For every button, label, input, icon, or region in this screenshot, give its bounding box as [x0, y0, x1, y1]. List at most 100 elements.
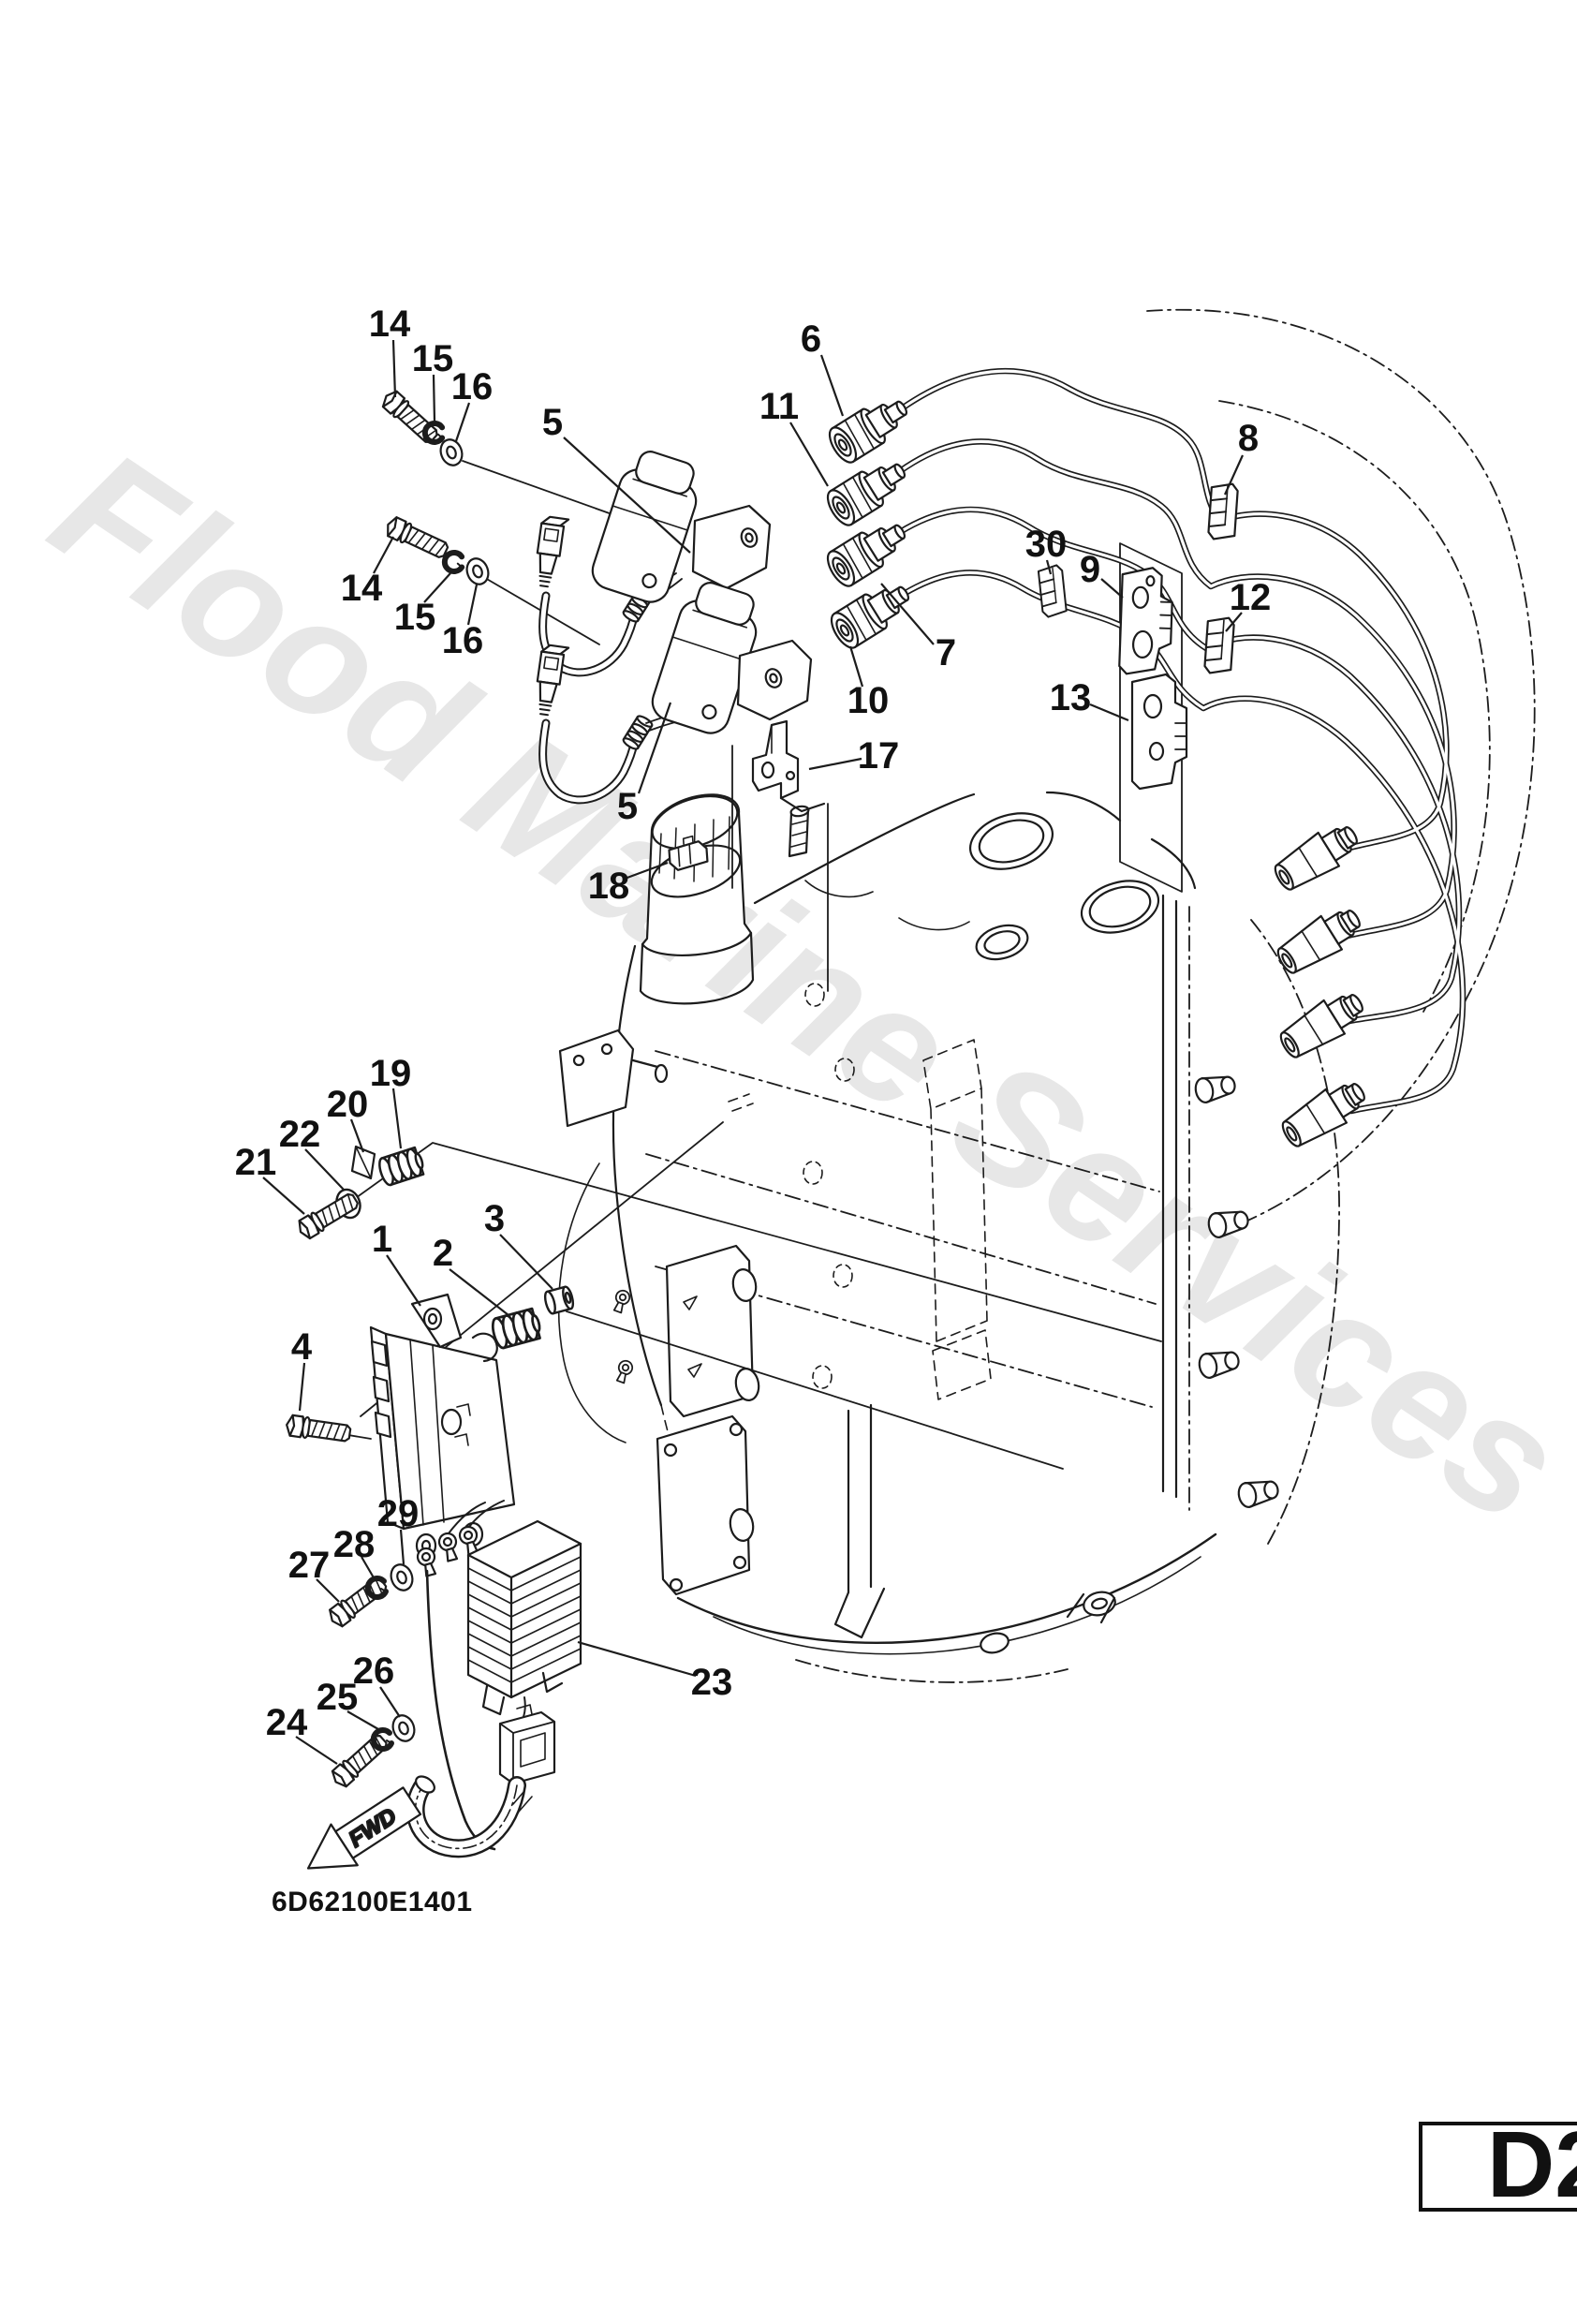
plug-cap-7: [821, 512, 914, 592]
washer-16b: [462, 554, 494, 589]
washer-26: [388, 1710, 420, 1746]
callout-14: 14: [341, 568, 383, 609]
callout-10: 10: [847, 680, 890, 721]
plug-boot-4: [1275, 1072, 1374, 1155]
rectifier-23: [466, 1519, 582, 1724]
grommet-2: [489, 1306, 544, 1351]
callout-16: 16: [451, 366, 494, 407]
callout-9: 9: [1080, 549, 1100, 590]
callout-leader-18: [624, 861, 669, 881]
plug-boot-1: [1267, 815, 1366, 898]
callout-24: 24: [266, 1702, 308, 1743]
coil-1-connector: [532, 514, 570, 589]
grommet-cluster: [294, 1145, 428, 1242]
coil-bracket-17: [751, 719, 826, 813]
callout-leader-15: [423, 572, 451, 603]
callout-leader-28: [361, 1556, 376, 1580]
wire-holder-8: [1206, 481, 1240, 542]
callout-22: 22: [279, 1114, 321, 1155]
collar-3: [541, 1284, 577, 1316]
callout-23: 23: [691, 1662, 733, 1703]
callout-12: 12: [1230, 577, 1272, 618]
callout-leader-5: [637, 702, 672, 794]
callout-leader-27: [316, 1578, 340, 1603]
plug-cap-11: [821, 451, 914, 531]
callout-leader-29: [399, 1529, 405, 1565]
harness-connector: [405, 1704, 556, 1858]
ignition-coil-1: [532, 444, 772, 677]
spark-plug-wires: [896, 367, 1466, 1115]
callout-leader-17: [808, 757, 862, 771]
callout-15: 15: [412, 338, 454, 379]
callout-30: 30: [1025, 524, 1068, 565]
washer-29: [386, 1560, 418, 1595]
callout-leader-15: [432, 374, 436, 422]
callout-leader-22: [304, 1148, 345, 1191]
callout-leader-11: [789, 422, 829, 487]
ignition-coil-2: [532, 575, 813, 805]
callout-7: 7: [936, 632, 956, 674]
callout-leader-24: [295, 1736, 338, 1765]
wire-bracket-13: [1130, 673, 1188, 791]
callout-29: 29: [377, 1493, 420, 1534]
callout-leader-13: [1089, 703, 1129, 722]
callout-8: 8: [1238, 418, 1259, 459]
callout-16: 16: [442, 620, 484, 661]
callout-leader-16: [466, 584, 479, 626]
callout-leader-14: [373, 536, 394, 574]
callout-leader-2: [449, 1268, 509, 1316]
spark-plug-caps: [821, 389, 918, 654]
callout-20: 20: [327, 1084, 369, 1125]
callout-3: 3: [484, 1198, 505, 1239]
callout-15: 15: [394, 597, 436, 638]
callout-17: 17: [858, 735, 900, 777]
wire-bracket-9: [1117, 566, 1175, 677]
callout-leader-20: [349, 1118, 365, 1153]
callout-5: 5: [617, 786, 638, 827]
callout-leader-26: [379, 1686, 401, 1718]
callout-leader-25: [346, 1710, 379, 1730]
plug-boot-2: [1270, 898, 1369, 982]
callout-leader-10: [848, 645, 864, 688]
bolt-14a: [378, 387, 442, 448]
callout-leader-9: [1100, 578, 1124, 599]
callout-leader-3: [499, 1234, 553, 1290]
callout-28: 28: [333, 1524, 376, 1565]
callout-leader-1: [386, 1254, 421, 1307]
callout-leader-4: [298, 1362, 306, 1412]
page-label-box: D2: [1419, 2112, 1577, 2217]
callout-1: 1: [372, 1219, 392, 1260]
callout-leader-23: [577, 1640, 697, 1678]
wire-holder-30: [1037, 563, 1069, 619]
callout-14: 14: [369, 303, 411, 345]
callout-leader-12: [1225, 612, 1243, 632]
cdi-unit: [369, 1284, 577, 1559]
callout-leader-6: [819, 354, 845, 417]
callout-leader-14: [391, 339, 397, 398]
callout-13: 13: [1050, 677, 1092, 718]
callout-26: 26: [353, 1650, 395, 1692]
callout-leader-8: [1223, 454, 1245, 496]
callout-leader-16: [454, 402, 471, 442]
plug-boot-3: [1273, 983, 1372, 1066]
drawing-code: 6D62100E1401: [272, 1887, 473, 1917]
callout-2: 2: [433, 1233, 453, 1274]
callout-5: 5: [542, 402, 563, 443]
callout-25: 25: [317, 1677, 359, 1718]
callout-leader-30: [1045, 559, 1053, 575]
callout-leader-21: [262, 1177, 305, 1215]
callout-leader-19: [391, 1088, 403, 1149]
callout-27: 27: [288, 1545, 331, 1586]
callout-leader-5: [563, 437, 691, 554]
ring-terminal-b: [435, 1530, 462, 1563]
callout-19: 19: [370, 1053, 412, 1094]
bolt-24: [328, 1730, 391, 1791]
spring-washer-15b: [443, 551, 464, 572]
page-label: D2: [1487, 2112, 1577, 2217]
bolt-27: [325, 1573, 391, 1631]
callout-18: 18: [588, 866, 630, 907]
callout-6: 6: [801, 318, 821, 360]
